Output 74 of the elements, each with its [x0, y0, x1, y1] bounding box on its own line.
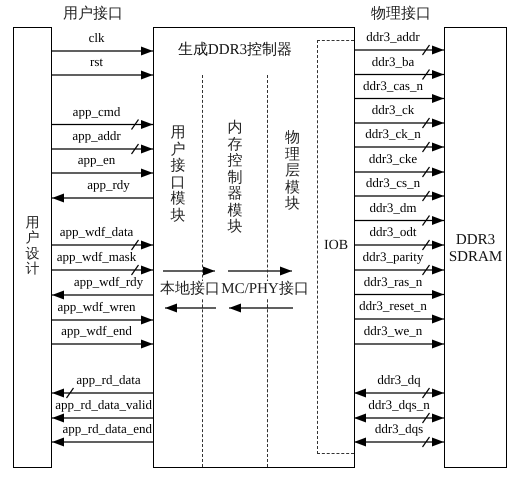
signal-label: ddr3_dqs	[374, 422, 424, 435]
signal-label: app_rdy	[87, 178, 130, 191]
interface-arrow	[229, 304, 293, 312]
signal-arrow	[354, 216, 444, 225]
signal-label: app_rd_data	[76, 373, 141, 386]
signal-label: ddr3_reset_n	[359, 299, 427, 312]
signal-arrow	[354, 290, 444, 299]
signal-arrow	[52, 70, 153, 80]
signal-label: app_wdf_rdy	[74, 275, 144, 288]
signal-label: app_wdf_mask	[56, 250, 136, 263]
signal-arrow	[52, 46, 153, 56]
signal-arrow	[354, 240, 444, 250]
interface-arrow	[163, 266, 215, 276]
signal-label: ddr3_dm	[370, 200, 416, 214]
signal-label: ddr3_cs_n	[366, 176, 420, 189]
signal-arrow	[52, 120, 153, 129]
signal-label: ddr3_ras_n	[364, 274, 422, 288]
user-design-box	[13, 27, 52, 468]
signal-arrow	[354, 314, 444, 324]
signal-label: ddr3_ck_n	[365, 127, 421, 140]
signal-label: app_addr	[72, 129, 121, 142]
signal-arrow	[52, 316, 153, 324]
signal-arrow	[52, 240, 153, 250]
signal-label: ddr3_parity	[362, 250, 424, 263]
signal-arrow	[354, 192, 444, 200]
signal-arrow	[52, 290, 153, 300]
signal-arrow	[52, 194, 153, 202]
signal-label: rst	[90, 55, 103, 68]
signal-label: ddr3_ck	[372, 103, 414, 116]
node-label: DDR3 SDRAM	[448, 232, 504, 265]
signal-arrow	[52, 340, 153, 348]
iob-box	[317, 40, 354, 454]
signal-label: ddr3_addr	[366, 30, 420, 43]
signal-arrow	[354, 388, 444, 398]
signal-label: app_wdf_wren	[58, 300, 136, 313]
signal-arrow	[354, 142, 444, 152]
signal-arrow	[354, 70, 444, 79]
signal-arrow	[354, 168, 444, 176]
signal-label: ddr3_cke	[368, 152, 418, 165]
signal-label: ddr3_dq	[377, 373, 421, 386]
controller-title: 生成DDR3控制器	[178, 42, 292, 58]
node-label: IOB	[324, 238, 348, 254]
signal-arrow	[52, 144, 153, 154]
signal-arrow	[354, 266, 444, 274]
signal-label: app_wdf_end	[61, 324, 132, 337]
interface-arrow	[228, 266, 292, 276]
signal-arrow	[354, 46, 444, 54]
signal-arrow	[52, 266, 153, 274]
signal-arrow	[354, 438, 444, 446]
signal-arrow	[52, 438, 153, 446]
signal-arrow	[354, 414, 444, 422]
signal-label: clk	[88, 31, 104, 44]
signal-label: app_rd_data_valid	[55, 398, 152, 411]
signal-arrow	[52, 168, 153, 178]
signal-label: app_rd_data_end	[62, 422, 152, 435]
signal-label: ddr3_odt	[370, 225, 416, 238]
signal-label: app_wdf_data	[60, 225, 134, 238]
signal-arrow	[354, 340, 444, 348]
signal-arrow	[52, 414, 153, 422]
signal-label: app_cmd	[72, 104, 120, 118]
signal-arrow	[52, 388, 153, 398]
signal-arrow	[354, 94, 444, 103]
signal-label: ddr3_we_n	[364, 324, 422, 337]
signal-arrow	[354, 118, 444, 128]
sdram-box	[444, 27, 507, 468]
module-label: 物理层模块	[285, 130, 300, 212]
signal-label: app_en	[78, 153, 116, 166]
module-label: 内存控制器模块	[228, 120, 242, 236]
signal-label: ddr3_ba	[372, 54, 414, 68]
signal-label: ddr3_dqs_n	[368, 398, 430, 411]
signal-label: ddr3_cas_n	[363, 78, 423, 92]
interface-arrow	[165, 304, 216, 312]
module-label: 用户接口模块	[170, 125, 186, 224]
node-label: 用户设计	[26, 216, 40, 278]
